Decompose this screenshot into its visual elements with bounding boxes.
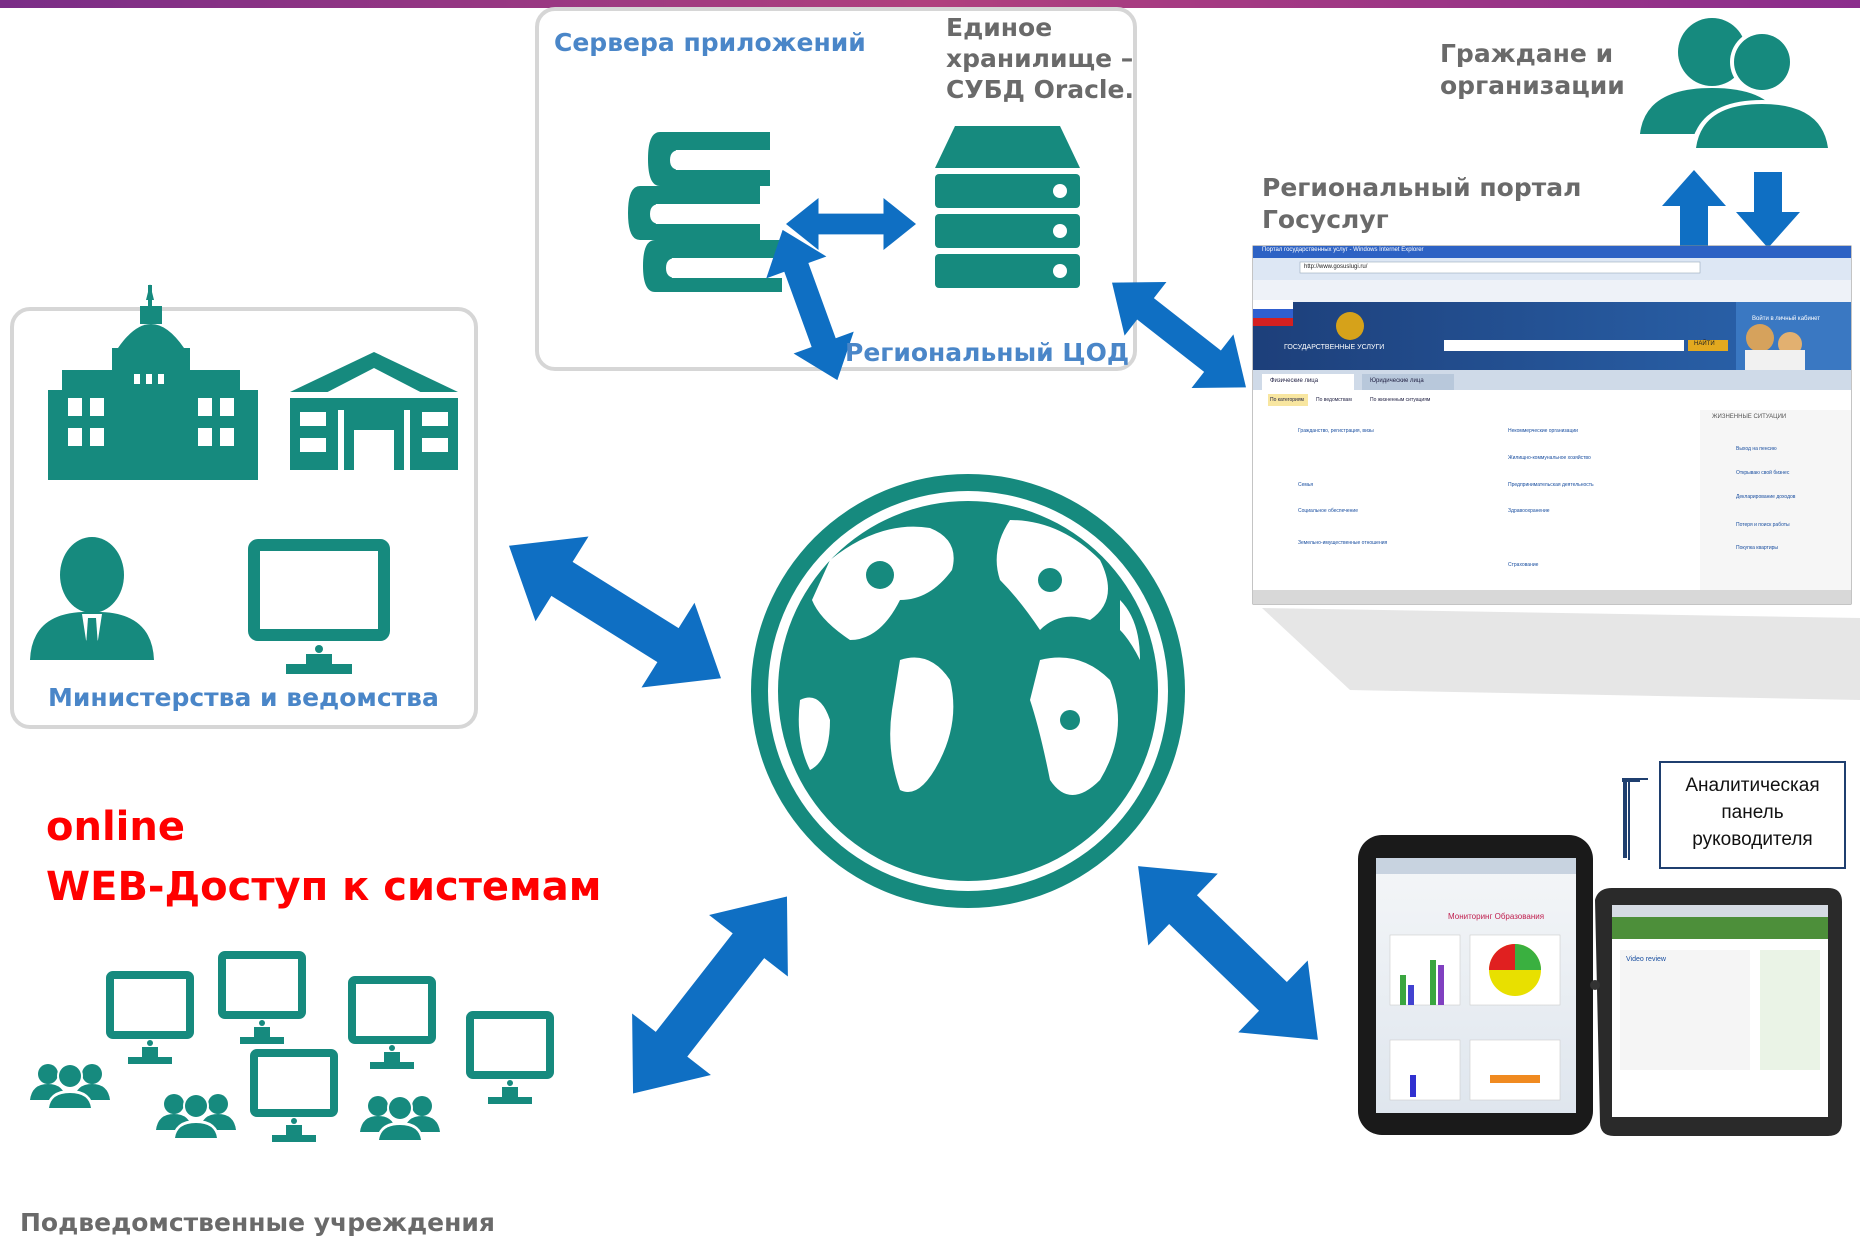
monitor-icon — [248, 539, 390, 674]
portal-filter-categories[interactable]: По категориям — [1270, 397, 1304, 403]
arrow-globe-subordinate — [593, 865, 827, 1125]
online-label: online — [46, 804, 185, 850]
app-servers-label: Сервера приложений — [554, 28, 866, 57]
portal-category[interactable]: Гражданство, регистрация, визы — [1298, 428, 1374, 434]
monitor-icon — [254, 1053, 334, 1142]
monitor-icon — [470, 1015, 550, 1104]
portal-situation[interactable]: Выход на пенсию — [1736, 446, 1777, 452]
ministries-label: Министерства и ведомства — [48, 683, 439, 712]
up-arrow-icon — [1662, 170, 1726, 248]
portal-window-title: Портал государственных услуг - Windows I… — [1262, 247, 1424, 253]
header-band — [0, 0, 1860, 8]
tablet-title: Мониторинг Образования — [1448, 912, 1545, 921]
tablet2-title: Video review — [1626, 956, 1666, 963]
regional-dc-label: Региональный ЦОД — [845, 338, 1130, 367]
users-group-icon — [1640, 18, 1834, 152]
analytics-label: Аналитическая панель руководителя — [1685, 775, 1820, 850]
monitor-icon — [110, 975, 190, 1064]
capitol-building-icon — [48, 284, 258, 480]
portal-life-situations: ЖИЗНЕННЫЕ СИТУАЦИИ — [1712, 414, 1787, 420]
portal-category[interactable]: Земельно-имущественные отношения — [1298, 540, 1388, 546]
down-arrow-icon — [1736, 172, 1800, 248]
analytics-callout — [1622, 761, 1846, 869]
monitor-icon — [222, 955, 302, 1044]
portal-label: Региональный портал Госуслуг — [1262, 173, 1582, 234]
portal-brand: ГОСУДАРСТВЕННЫЕ УСЛУГИ — [1284, 344, 1385, 351]
arrow-globe-tablets — [1103, 830, 1353, 1076]
person-icon — [30, 537, 154, 660]
portal-situation[interactable]: Покупка квартиры — [1736, 545, 1778, 551]
citizens-label: Граждане и организации — [1440, 39, 1625, 100]
arrow-globe-ministries — [482, 503, 748, 721]
portal-tab-individuals[interactable]: Физические лица — [1270, 378, 1319, 384]
bank-building-icon — [290, 352, 458, 470]
monitor-icon — [352, 980, 432, 1069]
portal-category[interactable]: Некоммерческие организации — [1508, 428, 1578, 434]
portal-situation[interactable]: Потеря и поиск работы — [1736, 522, 1790, 528]
portal-tab-legal[interactable]: Юридические лица — [1370, 378, 1424, 384]
tablet-primary — [1358, 835, 1593, 1135]
portal-search-button[interactable]: НАЙТИ — [1694, 341, 1715, 347]
portal-situation[interactable]: Открываю свой бизнес — [1736, 470, 1790, 476]
home-button — [1590, 980, 1600, 990]
portal-category[interactable]: Предпринимательская деятельность — [1508, 482, 1594, 488]
portal-category[interactable]: Страхование — [1508, 562, 1539, 568]
portal-filter-situations[interactable]: По жизненным ситуациям — [1370, 397, 1431, 403]
subordinate-label: Подведомственные учреждения — [20, 1208, 495, 1237]
books-icon — [628, 132, 782, 292]
portal-category[interactable]: Социальное обеспечение — [1298, 508, 1358, 514]
globe-icon — [751, 474, 1185, 908]
storage-label: Единое хранилище – СУБД Oracle. — [946, 13, 1134, 104]
portal-situation[interactable]: Декларирование доходов — [1736, 494, 1796, 500]
users-group-icon — [360, 1095, 440, 1142]
users-group-icon — [156, 1093, 236, 1140]
web-access-label: WEB-Доступ к системам — [46, 864, 602, 910]
portal-category[interactable]: Семья — [1298, 482, 1314, 488]
tablet-secondary — [1595, 888, 1842, 1136]
users-group-icon — [30, 1063, 110, 1110]
portal-screenshot — [1252, 245, 1860, 700]
portal-filter-agencies[interactable]: По ведомствам — [1316, 397, 1352, 403]
portal-category[interactable]: Жилищно-коммунальное хозяйство — [1508, 455, 1591, 461]
server-icon — [935, 126, 1080, 288]
portal-login-link[interactable]: Войти в личный кабинет — [1752, 316, 1821, 322]
globe-detail — [866, 561, 1080, 730]
portal-category[interactable]: Здравоохранение — [1508, 508, 1550, 514]
portal-address: http://www.gosuslugi.ru/ — [1304, 264, 1368, 270]
